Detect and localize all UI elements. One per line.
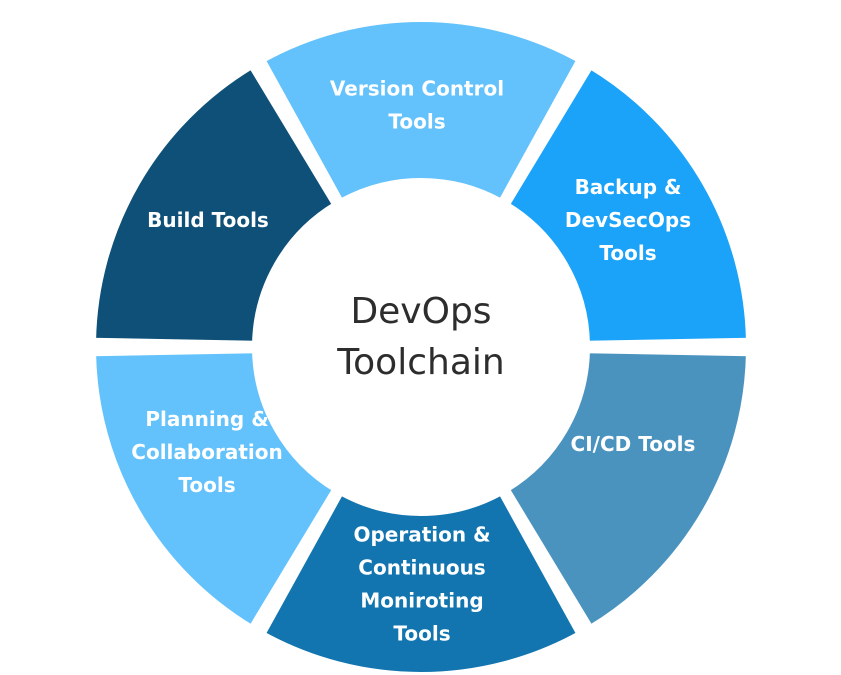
- segment-version-control: [259, 16, 583, 205]
- segment-label-build-line-1: Build Tools: [147, 208, 269, 232]
- center-title-line-1: DevOps: [350, 291, 491, 332]
- segment-backup-devsecops: [503, 63, 752, 347]
- segment-label-version-control-line-2: Tools: [388, 110, 445, 134]
- segment-label-operation-monitoring-line-3: Moniroting: [360, 589, 483, 613]
- segment-label-planning-collaboration-line-3: Tools: [178, 473, 235, 497]
- center-hub: [258, 184, 584, 510]
- center-title-line-2: Toolchain: [336, 342, 504, 383]
- segment-label-backup-devsecops-line-3: Tools: [599, 241, 656, 265]
- segment-label-operation-monitoring-line-4: Tools: [393, 622, 450, 646]
- segment-operation-monitoring: [259, 489, 583, 675]
- segment-label-operation-monitoring-line-1: Operation &: [353, 523, 490, 547]
- segments-layer: [90, 16, 752, 675]
- segment-label-cicd-line-1: CI/CD Tools: [571, 432, 696, 456]
- segment-label-operation-monitoring-line-2: Continuous: [358, 556, 485, 580]
- segment-label-planning-collaboration-line-2: Collaboration: [131, 440, 282, 464]
- segment-cicd: [503, 347, 752, 631]
- segment-build: [90, 63, 339, 347]
- segment-label-version-control-line-1: Version Control: [330, 77, 504, 101]
- segment-label-planning-collaboration-line-1: Planning &: [145, 407, 268, 431]
- segment-planning-collaboration: [90, 347, 339, 631]
- center-layer: DevOps Toolchain: [336, 291, 504, 383]
- segment-label-backup-devsecops-line-1: Backup &: [575, 175, 682, 199]
- segment-label-backup-devsecops-line-2: DevSecOps: [565, 208, 691, 232]
